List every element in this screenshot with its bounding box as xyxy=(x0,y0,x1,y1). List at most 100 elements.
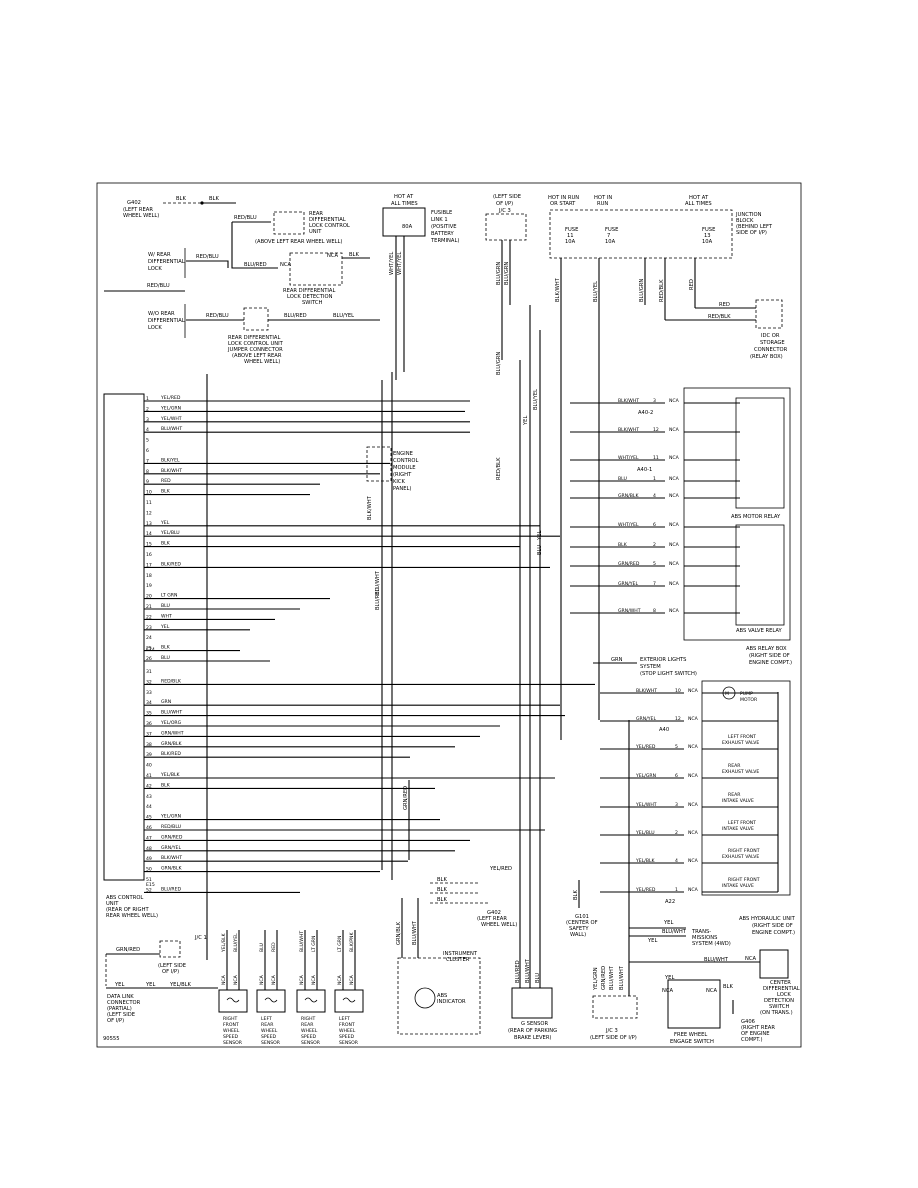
sensor-nca-a-3: NCA xyxy=(337,974,343,985)
wire-trunks: BLU/GRN BLU/YEL YEL RED/BLK YEL BLU BLU/… xyxy=(206,305,630,996)
svg-text:ENGINE: ENGINE xyxy=(393,451,413,457)
bottom-section: J/C 1 GRN/RED (LEFT SIDE OF I/P) YEL YEL… xyxy=(103,935,218,1042)
svg-text:SYSTEM: SYSTEM xyxy=(640,664,661,670)
hyd-pin-5: 2 xyxy=(675,830,678,836)
svg-text:OF I/P): OF I/P) xyxy=(496,201,513,207)
ecu-pin-6: 6 xyxy=(146,448,149,454)
w-rear-3: LOCK xyxy=(148,266,162,272)
diagram-border xyxy=(96,182,802,1048)
svg-text:RED: RED xyxy=(689,279,695,290)
ecu-wire-41: YEL/BLK xyxy=(160,772,181,778)
ecu-pin-44: 44 xyxy=(146,804,152,810)
ecu-pin-48: 48 xyxy=(146,846,152,852)
svg-text:GRN/BLK: GRN/BLK xyxy=(396,921,402,945)
svg-text:(LEFT SIDE: (LEFT SIDE xyxy=(158,963,186,969)
ecu-wire-20: LT GRN xyxy=(161,593,177,599)
svg-text:INDICATOR: INDICATOR xyxy=(437,999,466,1005)
ecu-pin-43: 43 xyxy=(146,794,152,800)
ecm: ENGINE CONTROL MODULE (RIGHT KICK PANEL) xyxy=(366,446,418,492)
g402-bottom: BLK BLK BLK G402 (LEFT REAR WHEEL WELL) … xyxy=(430,866,517,928)
ecu-wire-3: YEL/WHT xyxy=(160,416,182,422)
svg-text:RED/BLK: RED/BLK xyxy=(708,314,731,320)
sensor-nca-b-3: NCA xyxy=(349,974,355,985)
svg-text:OF I/P): OF I/P) xyxy=(107,1018,124,1024)
relay-pin-3: 1 xyxy=(653,476,656,482)
sensor-name-0-4: SENSOR xyxy=(223,1040,243,1046)
svg-text:10A: 10A xyxy=(702,239,713,245)
svg-text:(RIGHT SIDE OF: (RIGHT SIDE OF xyxy=(749,653,790,659)
relay-wire-6: BLK xyxy=(618,542,628,548)
svg-text:BLK: BLK xyxy=(437,877,447,883)
relay-nca-1: NCA xyxy=(669,427,680,433)
nca-a: NCA xyxy=(280,262,292,268)
sensor-body-2 xyxy=(296,989,326,1013)
hyd-label-b-5: INTAKE VALVE xyxy=(722,826,754,832)
ecu-wire-42: BLK xyxy=(161,782,171,788)
ecu-wire-52: BLU/RED xyxy=(161,886,181,892)
relay-pin-4: 4 xyxy=(653,493,656,499)
svg-text:BLU/WHT: BLU/WHT xyxy=(525,958,531,983)
ecu-pin-23: 23 xyxy=(146,625,152,631)
ecu-pin-50: 50 xyxy=(146,867,152,873)
svg-text:FUSE: FUSE xyxy=(605,227,618,233)
svg-text:TRANS-: TRANS- xyxy=(691,929,711,935)
hyd-nca-0: NCA xyxy=(688,688,699,694)
svg-text:(POSITIVE: (POSITIVE xyxy=(431,224,457,230)
svg-text:ENGINE COMPT.): ENGINE COMPT.) xyxy=(749,660,792,666)
hyd-label-a-4: REAR xyxy=(728,792,741,798)
svg-text:GRN/RED: GRN/RED xyxy=(116,947,140,953)
svg-text:BRAKE LEVER): BRAKE LEVER) xyxy=(514,1035,551,1041)
svg-text:13: 13 xyxy=(704,233,711,239)
ecu-wire-35: BLU/WHT xyxy=(161,710,182,716)
svg-text:NCA: NCA xyxy=(662,988,674,994)
svg-text:EXTERIOR LIGHTS: EXTERIOR LIGHTS xyxy=(640,657,686,663)
svg-text:YEL/GRN: YEL/GRN xyxy=(593,967,599,991)
svg-text:BLOCK: BLOCK xyxy=(736,218,754,224)
ecu-wire-49: BLK/WHT xyxy=(161,855,182,861)
ecu-pin-18: 18 xyxy=(146,573,152,579)
ecu-pin-46: 46 xyxy=(146,825,152,831)
relay-conn-a: A40-2 xyxy=(638,410,653,416)
jumper-2: LOCK CONTROL UNIT xyxy=(228,341,284,347)
sensor-name-0-1: FRONT xyxy=(223,1022,239,1028)
relay-wire-1: BLK/WHT xyxy=(618,427,639,433)
svg-text:BLU/RED: BLU/RED xyxy=(375,587,381,610)
relay-nca-2: NCA xyxy=(669,455,680,461)
svg-text:(LEFT SIDE OF I/P): (LEFT SIDE OF I/P) xyxy=(590,1035,637,1041)
svg-text:RUN: RUN xyxy=(597,201,608,207)
sensor-wire-b-0: BLU/YEL xyxy=(233,933,239,952)
hyd-label-b-2: EXHAUST VALVE xyxy=(722,740,759,746)
sensor-body-1 xyxy=(256,989,286,1013)
svg-text:G SENSOR: G SENSOR xyxy=(521,1021,548,1027)
svg-text:BLU/GRN: BLU/GRN xyxy=(639,279,645,302)
ecu-pin-33: 33 xyxy=(146,690,152,696)
ecu-cap-3: (REAR OF RIGHT xyxy=(106,907,149,913)
hyd-nca-4: NCA xyxy=(688,802,699,808)
svg-text:JUNCTION: JUNCTION xyxy=(735,212,762,218)
svg-text:YEL: YEL xyxy=(663,920,673,926)
sensor-wire-a-0: YEL/BLK xyxy=(221,932,227,953)
hyd-pin-2: 5 xyxy=(675,744,678,750)
ecu-pin-8: 8 xyxy=(146,469,149,475)
svg-text:BLU: BLU xyxy=(535,973,541,983)
ecu-pin-47: 47 xyxy=(146,835,152,841)
svg-text:BLK: BLK xyxy=(573,890,579,900)
relay-pin-2: 11 xyxy=(653,455,659,461)
fusible-amp: 80A xyxy=(402,224,413,230)
svg-text:FUSE: FUSE xyxy=(702,227,715,233)
sensor-wire-b-1: RED xyxy=(271,942,277,952)
svg-text:SIDE OF I/P): SIDE OF I/P) xyxy=(736,230,767,236)
hyd-wire-5: YEL/BLU xyxy=(635,830,655,836)
svg-text:BLK/WHT: BLK/WHT xyxy=(555,277,561,302)
ecu-pin-15: 15 xyxy=(146,542,152,548)
svg-text:STORAGE: STORAGE xyxy=(760,340,785,346)
svg-text:WALL): WALL) xyxy=(570,932,586,938)
svg-text:(STOP LIGHT SWITCH): (STOP LIGHT SWITCH) xyxy=(640,671,697,677)
ecu-pin-4: 4 xyxy=(146,427,149,433)
ecu-wire-22: WHT xyxy=(161,613,172,619)
relay-conn-b: A40-1 xyxy=(637,467,652,473)
svg-text:BLU/GRN: BLU/GRN xyxy=(504,262,510,285)
svg-text:GRN/RED: GRN/RED xyxy=(601,966,607,990)
